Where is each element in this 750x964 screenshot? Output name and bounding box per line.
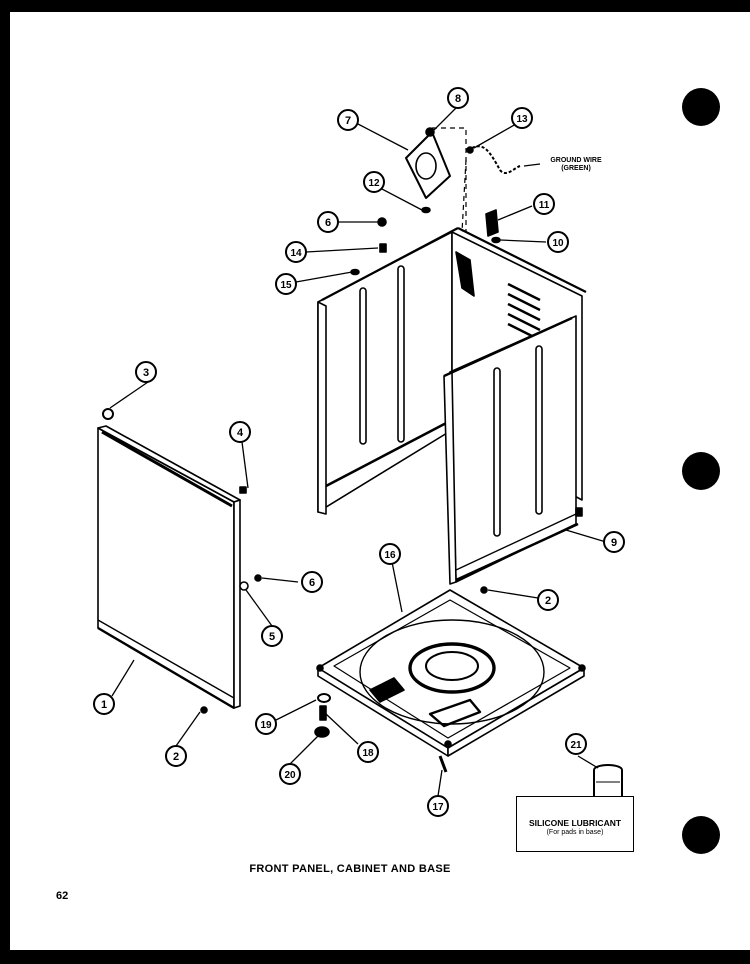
callout-8: 8 (447, 87, 469, 109)
callout-2-front: 2 (165, 745, 187, 767)
callout-16: 16 (379, 543, 401, 565)
silicone-lubricant-box: SILICONE LUBRICANT (For pads in base) (516, 796, 634, 852)
callout-20: 20 (279, 763, 301, 785)
callout-4: 4 (229, 421, 251, 443)
left-border (0, 0, 10, 964)
callout-6-front: 6 (301, 571, 323, 593)
svg-text:20: 20 (284, 770, 296, 781)
callout-14: 14 (285, 241, 307, 263)
binder-hole-bottom (682, 816, 720, 854)
svg-text:6: 6 (325, 217, 331, 229)
svg-text:8: 8 (455, 93, 461, 105)
svg-text:12: 12 (368, 178, 380, 189)
ground-wire-note: GROUND WIRE (GREEN) (540, 157, 612, 173)
binder-hole-middle (682, 452, 720, 490)
ground-wire-line2: (GREEN) (561, 165, 591, 172)
base-pan (316, 589, 586, 757)
svg-text:10: 10 (552, 238, 564, 249)
ground-wire-line1: GROUND WIRE (550, 157, 602, 164)
lubricant-subtitle: (For pads in base) (546, 829, 604, 836)
callout-15: 15 (275, 273, 297, 295)
svg-text:2: 2 (173, 751, 179, 763)
svg-text:14: 14 (290, 248, 302, 259)
svg-text:2: 2 (545, 595, 551, 607)
callout-2-cabinet: 2 (537, 589, 559, 611)
svg-text:15: 15 (280, 280, 292, 291)
callout-18: 18 (357, 741, 379, 763)
callout-13: 13 (511, 107, 533, 129)
svg-text:1: 1 (101, 699, 107, 711)
callout-19: 19 (255, 713, 277, 735)
svg-text:5: 5 (269, 631, 275, 643)
front-panel (97, 425, 247, 710)
bottom-border (0, 950, 750, 964)
callout-17: 17 (427, 795, 449, 817)
svg-text:6: 6 (309, 577, 315, 589)
callout-11: 11 (533, 193, 555, 215)
svg-text:17: 17 (432, 802, 444, 813)
panel-clip (239, 486, 247, 494)
callout-7: 7 (337, 109, 359, 131)
callout-5: 5 (261, 625, 283, 647)
svg-text:21: 21 (570, 740, 582, 751)
page-number: 62 (56, 890, 69, 902)
leader-lines (109, 107, 607, 797)
svg-text:18: 18 (362, 748, 374, 759)
binder-hole-top (682, 88, 720, 126)
svg-text:4: 4 (237, 427, 244, 439)
top-hardware (102, 127, 623, 804)
callout-21: 21 (565, 733, 587, 755)
svg-text:19: 19 (260, 720, 272, 731)
callout-6-top: 6 (317, 211, 339, 233)
diagram-caption: FRONT PANEL, CABINET AND BASE (249, 863, 451, 875)
top-border (0, 0, 750, 12)
svg-text:9: 9 (611, 537, 617, 549)
callout-1: 1 (93, 693, 115, 715)
svg-text:7: 7 (345, 115, 351, 127)
svg-text:11: 11 (539, 200, 550, 211)
callout-12: 12 (363, 171, 385, 193)
svg-text:16: 16 (384, 550, 396, 561)
callout-10: 10 (547, 231, 569, 253)
cabinet (317, 227, 587, 585)
svg-text:3: 3 (143, 367, 149, 379)
svg-text:13: 13 (516, 114, 528, 125)
callout-3: 3 (135, 361, 157, 383)
lubricant-title: SILICONE LUBRICANT (528, 818, 622, 828)
callout-9: 9 (603, 531, 625, 553)
